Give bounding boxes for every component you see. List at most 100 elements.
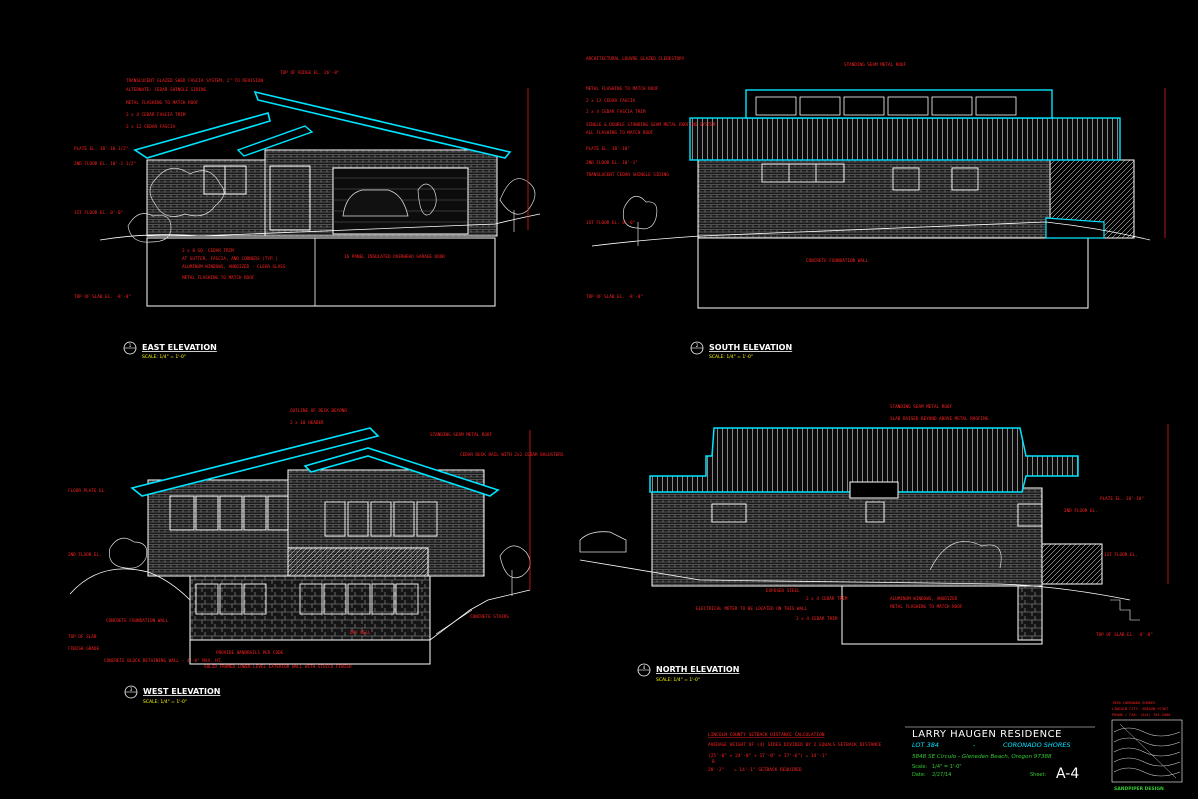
west-elevation — [69, 427, 531, 665]
north-note-8: PLATE EL. 18'-10" — [1100, 496, 1144, 502]
west-deck-rail — [287, 547, 429, 577]
svg-text:28'-2": 28'-2" — [708, 767, 724, 773]
west-note-13: SOLID FRAMED LOWER LEVEL EXTERIOR WALL W… — [204, 664, 352, 670]
east-note-4: 2 x 4 CEDAR FASCIA TRIM — [126, 112, 186, 118]
north-note-7: ELECTRICAL METER TO BE LOCATED ON THIS W… — [696, 606, 808, 612]
west-note-8: FINISH GRADE — [68, 646, 99, 652]
east-note-6: PLATE EL. 18'-10 1/2" — [74, 146, 128, 152]
west-note-2: STANDING SEAM METAL ROOF — [430, 432, 492, 438]
view-scale: SCALE: 1/4" = 1'-0" — [143, 699, 187, 705]
project-name: LARRY HAUGEN RESIDENCE — [912, 729, 1062, 740]
svg-text:LINCOLN COUNTY SETBACK DISTANC: LINCOLN COUNTY SETBACK DISTANCE CALCULAT… — [708, 732, 825, 738]
south-note-12: TOP OF SLAB EL. -8'-0" — [586, 294, 643, 300]
east-entry-door — [269, 165, 311, 231]
east-note-8: 1ST FLOOR EL. 0'-0" — [74, 210, 123, 216]
svg-text:(25'-0" + 24'-0" + 17'-0" + 17: (25'-0" + 24'-0" + 17'-0" + 17'-6") = 14… — [708, 753, 827, 759]
svg-text:LINCOLN CITY, OREGON 97367: LINCOLN CITY, OREGON 97367 — [1112, 707, 1168, 711]
view-title: EAST ELEVATION — [142, 343, 217, 352]
south-note-2: METAL FLASHING TO MATCH ROOF — [586, 86, 659, 92]
south-windows — [761, 163, 979, 191]
south-wall — [697, 159, 1051, 239]
south-roof — [689, 117, 1121, 161]
north-deck — [1041, 543, 1103, 585]
view-title-south: 2 SOUTH ELEVATION SCALE: 1/4" = 1'-0" — [690, 341, 792, 360]
west-note-3: CEDAR DECK RAIL WITH 2x2 CEDAR BALUSTERS — [460, 452, 564, 458]
south-note-5: SINGLE & DOUBLE STANDING SEAM METAL ROOF… — [586, 122, 716, 128]
setback-calculation: LINCOLN COUNTY SETBACK DISTANCE CALCULAT… — [708, 732, 882, 773]
south-note-4: 2 x 4 CEDAR FASCIA TRIM — [586, 109, 646, 115]
west-notes: OUTLINE OF DECK BEYOND 2 x 10 HEADER STA… — [68, 408, 564, 670]
west-note-11: DRY WELL — [350, 630, 371, 636]
east-note-0: TOP OF RIDGE EL. 26'-0" — [280, 70, 340, 76]
south-elevation — [591, 88, 1166, 309]
svg-text:2: 2 — [696, 343, 699, 348]
south-tree — [622, 195, 658, 246]
east-note-13: 16 PANEL INSULATED OVERHEAD GARAGE DOOR — [344, 254, 445, 260]
east-left-roof — [133, 112, 271, 159]
svg-text:1950 CORONADO SHORES: 1950 CORONADO SHORES — [1112, 701, 1155, 705]
south-clerestory — [745, 89, 1053, 119]
south-note-1: ARCHITECTURAL LOUVRE GLAZED CLERESTORY — [586, 56, 685, 62]
south-note-9: TRANSLUCENT CEDAR SHINGLE SIDING — [586, 172, 669, 178]
north-note-1: SLAB RAISED BEYOND ABOVE METAL ROOFING — [890, 416, 989, 422]
view-scale: SCALE: 1/4" = 1'-0" — [142, 354, 186, 360]
west-note-1: 2 x 10 HEADER — [290, 420, 324, 426]
view-title-east: 1 EAST ELEVATION SCALE: 1/4" = 1'-0" — [123, 341, 217, 360]
svg-text:3: 3 — [130, 687, 133, 692]
north-wall — [651, 487, 1043, 587]
east-small-roof — [236, 125, 314, 157]
east-main-roof — [253, 90, 512, 159]
south-notes: STANDING SEAM METAL ROOF ARCHITECTURAL L… — [586, 56, 906, 300]
view-scale: SCALE: 1/4" = 1'-0" — [709, 354, 753, 360]
east-note-5: 2 x 12 CEDAR FASCIA — [126, 124, 176, 130]
east-note-14: TOP OF SLAB EL. -8'-0" — [74, 294, 131, 300]
svg-text:1: 1 — [129, 343, 132, 348]
west-left-roof — [130, 427, 380, 497]
svg-text:1/4" = 1'-0": 1/4" = 1'-0" — [932, 764, 962, 770]
svg-text:-: - — [973, 741, 976, 749]
south-note-11: CONCRETE FOUNDATION WALL — [806, 258, 868, 264]
south-note-8: 2ND FLOOR EL. 10'-1" — [586, 160, 638, 166]
south-note-10: 1ST FLOOR EL. 0'-0" — [586, 220, 635, 226]
west-upper-windows — [169, 495, 438, 537]
north-note-11: TOP OF SLAB EL. -8'-0" — [1096, 632, 1153, 638]
west-note-4: FLOOR PLATE EL. — [68, 488, 107, 494]
south-foundation — [697, 237, 1089, 309]
svg-text:2/27/14: 2/27/14 — [932, 772, 951, 778]
address: 5848 SE Circulo - Gleneden Beach, Oregon… — [912, 754, 1052, 760]
west-note-0: OUTLINE OF DECK BEYOND — [290, 408, 347, 414]
north-note-4: EXPOSED STEEL — [766, 588, 800, 594]
title-block: LARRY HAUGEN RESIDENCE LOT 384 - CORONAD… — [905, 726, 1095, 782]
sheet-number: A-4 — [1056, 766, 1079, 782]
north-car — [579, 531, 627, 553]
west-note-12: PROVIDE HANDRAILS PER CODE — [216, 650, 284, 656]
firm-logo — [1111, 719, 1183, 783]
east-elevation — [99, 88, 541, 307]
view-title: SOUTH ELEVATION — [709, 343, 792, 352]
east-note-3: METAL FLASHING TO MATCH ROOF — [126, 100, 199, 106]
view-title-north: 4 NORTH ELEVATION SCALE: 1/4" = 1'-0" — [637, 663, 739, 683]
east-note-9: 2 x 8 SQ. CEDAR TRIM — [182, 248, 234, 254]
firm-name: SANDPIPER DESIGN — [1114, 786, 1164, 792]
east-note-11: ALUMINUM WINDOWS, ANODIZED - CLEAR GLASS — [182, 264, 286, 270]
east-note-7: 2ND FLOOR EL. 10'-1 1/2" — [74, 161, 136, 167]
north-elevation — [579, 424, 1169, 645]
view-title-west: 3 WEST ELEVATION SCALE: 1/4" = 1'-0" — [124, 685, 220, 705]
south-note-3: 2 x 12 CEDAR FASCIA — [586, 98, 636, 104]
west-note-7: TOP OF SLAB — [68, 634, 97, 640]
lot-number: LOT 384 — [912, 741, 939, 749]
svg-text:PHONE / FAX: (541) 764-2000: PHONE / FAX: (541) 764-2000 — [1112, 713, 1170, 717]
view-scale: SCALE: 1/4" = 1'-0" — [656, 677, 700, 683]
east-note-2: ALTERNATE: CEDAR SHINGLE SIDING — [126, 87, 207, 93]
west-right-roof — [303, 447, 500, 497]
west-note-6: CONCRETE FOUNDATION WALL — [106, 618, 168, 624]
east-left-wall — [146, 159, 266, 237]
west-lower-windows — [195, 583, 419, 615]
north-notes: STANDING SEAM METAL ROOF SLAB RAISED BEY… — [696, 404, 1153, 638]
svg-text:= 14'-1" SETBACK REQUIRED: = 14'-1" SETBACK REQUIRED — [734, 767, 802, 773]
east-notes: TOP OF RIDGE EL. 26'-0" TRANSLUCENT GLAZ… — [74, 70, 445, 300]
east-trees — [127, 167, 536, 243]
south-note-0: STANDING SEAM METAL ROOF — [844, 62, 906, 68]
north-note-6: ALUMINUM WINDOWS, ANODIZED — [890, 596, 958, 602]
east-note-10: AT GUTTER, FASCIA, AND CORNERS (TYP.) — [182, 256, 278, 262]
